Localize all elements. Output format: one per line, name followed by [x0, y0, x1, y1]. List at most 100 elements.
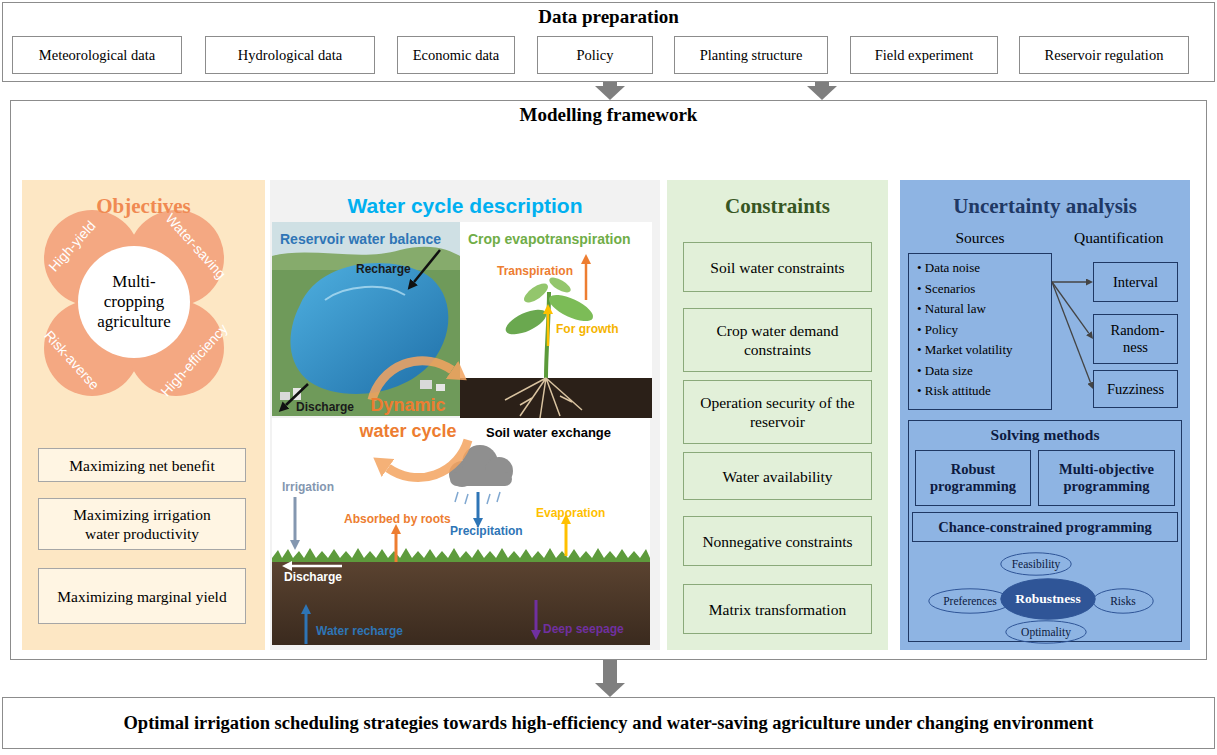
heading-text: Solving methods: [909, 426, 1181, 444]
criterion-ellipse: Risks: [1092, 588, 1154, 614]
criterion-ellipse: Feasibility: [1000, 552, 1072, 576]
data-box: Meteorological data: [12, 36, 182, 74]
illustration-label: Transpiration: [497, 264, 573, 278]
illustration-label: Irrigation: [282, 480, 334, 494]
quantification-box: Random- ness: [1093, 314, 1178, 364]
box-text: Interval: [1113, 274, 1158, 291]
illustration-label: Crop evapotranspiration: [468, 231, 631, 247]
box-text: Soil water constraints: [710, 258, 844, 277]
objective-box: Maximizing irrigation water productivity: [38, 498, 246, 550]
box-text: Multi-cropping agriculture: [92, 272, 176, 332]
box-text: Robust programming: [916, 461, 1030, 495]
objectives-panel: ObjectivesHigh-yieldWater-savingMulti-cr…: [22, 180, 265, 650]
box-text: Field experiment: [875, 47, 974, 64]
illustration-label: Deep seepage: [543, 622, 624, 636]
box-text: Meteorological data: [39, 47, 155, 64]
box-text: Reservoir regulation: [1045, 47, 1164, 64]
constraint-box: Operation security of the reservoir: [683, 380, 872, 444]
box-text: Operation security of the reservoir: [694, 393, 861, 431]
box-text: Planting structure: [700, 47, 803, 64]
box-text: Nonnegative constraints: [702, 532, 852, 551]
flow-arrow: [1052, 282, 1089, 333]
illustration-label: Dynamic water cycle: [348, 392, 468, 444]
constraint-box: Soil water constraints: [683, 242, 872, 292]
heading-label: Quantification: [1074, 229, 1164, 247]
center-circle: Multi-cropping agriculture: [78, 246, 190, 358]
box-text: Policy: [576, 47, 613, 64]
illustration-label: Reservoir water balance: [280, 231, 441, 247]
result-box: Optimal irrigation scheduling strategies…: [2, 697, 1215, 749]
box-text: Optimality: [1021, 626, 1071, 638]
constraint-box: Nonnegative constraints: [683, 516, 872, 566]
uncertainty-panel: Uncertainty analysisSources• Data noise•…: [900, 180, 1190, 650]
illustration-label: Soil water exchange: [486, 425, 611, 440]
heading-text: Sources: [909, 229, 1051, 247]
constraint-box: Water availability: [683, 452, 872, 500]
method-box: Chance-constrained programming: [912, 512, 1178, 542]
constraints-panel: ConstraintsSoil water constraintsCrop wa…: [667, 180, 888, 650]
constraint-box: Matrix transformation: [683, 584, 872, 634]
flow-arrow: [603, 660, 617, 683]
flow-arrow: [1052, 281, 1086, 282]
method-box: Robust programming: [915, 450, 1031, 506]
data-box: Hydrological data: [205, 36, 375, 74]
heading-text: Water cycle description: [270, 194, 660, 218]
box-text: • Scenarios: [917, 279, 1051, 300]
data-box: Economic data: [397, 36, 515, 74]
robustness-ellipse: Robustness: [1000, 578, 1096, 620]
illustration-label: Absorbed by roots: [344, 512, 451, 526]
objective-box: Maximizing net benefit: [38, 448, 246, 482]
ellipse-shape: [1006, 621, 1086, 643]
box-text: Chance-constrained programming: [938, 519, 1152, 536]
constraint-box: Crop water demand constraints: [683, 308, 872, 372]
illustration-label: For growth: [556, 322, 619, 336]
box-text: • Policy: [917, 320, 1051, 341]
box-text: Maximizing net benefit: [69, 456, 215, 475]
criterion-ellipse: Preferences: [928, 588, 1012, 614]
box-text: Multi-objective programming: [1039, 461, 1174, 495]
box-text: Risks: [1110, 595, 1136, 607]
ellipse-shape: [1001, 553, 1071, 575]
box-text: • Risk attitude: [917, 381, 1051, 402]
illustration-label: Evaporation: [536, 506, 605, 520]
box-text: • Natural law: [917, 299, 1051, 320]
box-text: Feasibility: [1012, 558, 1061, 570]
method-box: Multi-objective programming: [1038, 450, 1175, 506]
flow-arrow: [1052, 282, 1090, 382]
box-text: Matrix transformation: [709, 600, 846, 619]
box-text: Economic data: [413, 47, 500, 64]
data-box: Reservoir regulation: [1019, 36, 1189, 74]
box-text: • Market volatility: [917, 340, 1051, 361]
flow-arrow: [603, 82, 617, 86]
box-text: Preferences: [943, 595, 997, 607]
heading-text: Data preparation: [3, 6, 1214, 28]
criterion-ellipse: Optimality: [1005, 620, 1087, 644]
box-text: Water availability: [722, 467, 832, 486]
illustration-label: Recharge: [356, 262, 411, 276]
box-text: • Data noise: [917, 258, 1051, 279]
solving-methods-box: Solving methodsRobust programming Multi-o…: [908, 420, 1182, 642]
box-text: Maximizing irrigation water productivity: [55, 505, 229, 543]
quantification-box: Fuzziness: [1093, 370, 1178, 408]
heading-text: Modelling framework: [11, 104, 1206, 126]
box-text: Crop water demand constraints: [694, 321, 861, 359]
sources-box: Sources• Data noise• Scenarios• Natural …: [908, 253, 1052, 410]
ellipse-shape: [1093, 589, 1153, 613]
data-box: Policy: [537, 36, 653, 74]
illustration-label: Precipitation: [450, 524, 523, 538]
heading-text: Uncertainty analysis: [900, 194, 1190, 219]
flow-arrow: [815, 82, 829, 86]
ellipse-shape: [929, 589, 1011, 613]
illustration-label: Water recharge: [316, 624, 403, 638]
heading-text: Constraints: [667, 194, 888, 219]
box-text: Fuzziness: [1107, 381, 1164, 398]
box-text: • Data size: [917, 361, 1051, 382]
data-box: Field experiment: [850, 36, 998, 74]
quantification-box: Interval: [1093, 262, 1178, 302]
circle-shape: [78, 246, 190, 358]
heading-text: Objectives: [22, 194, 265, 219]
box-text: Maximizing marginal yield: [57, 587, 226, 606]
objective-box: Maximizing marginal yield: [38, 568, 246, 624]
